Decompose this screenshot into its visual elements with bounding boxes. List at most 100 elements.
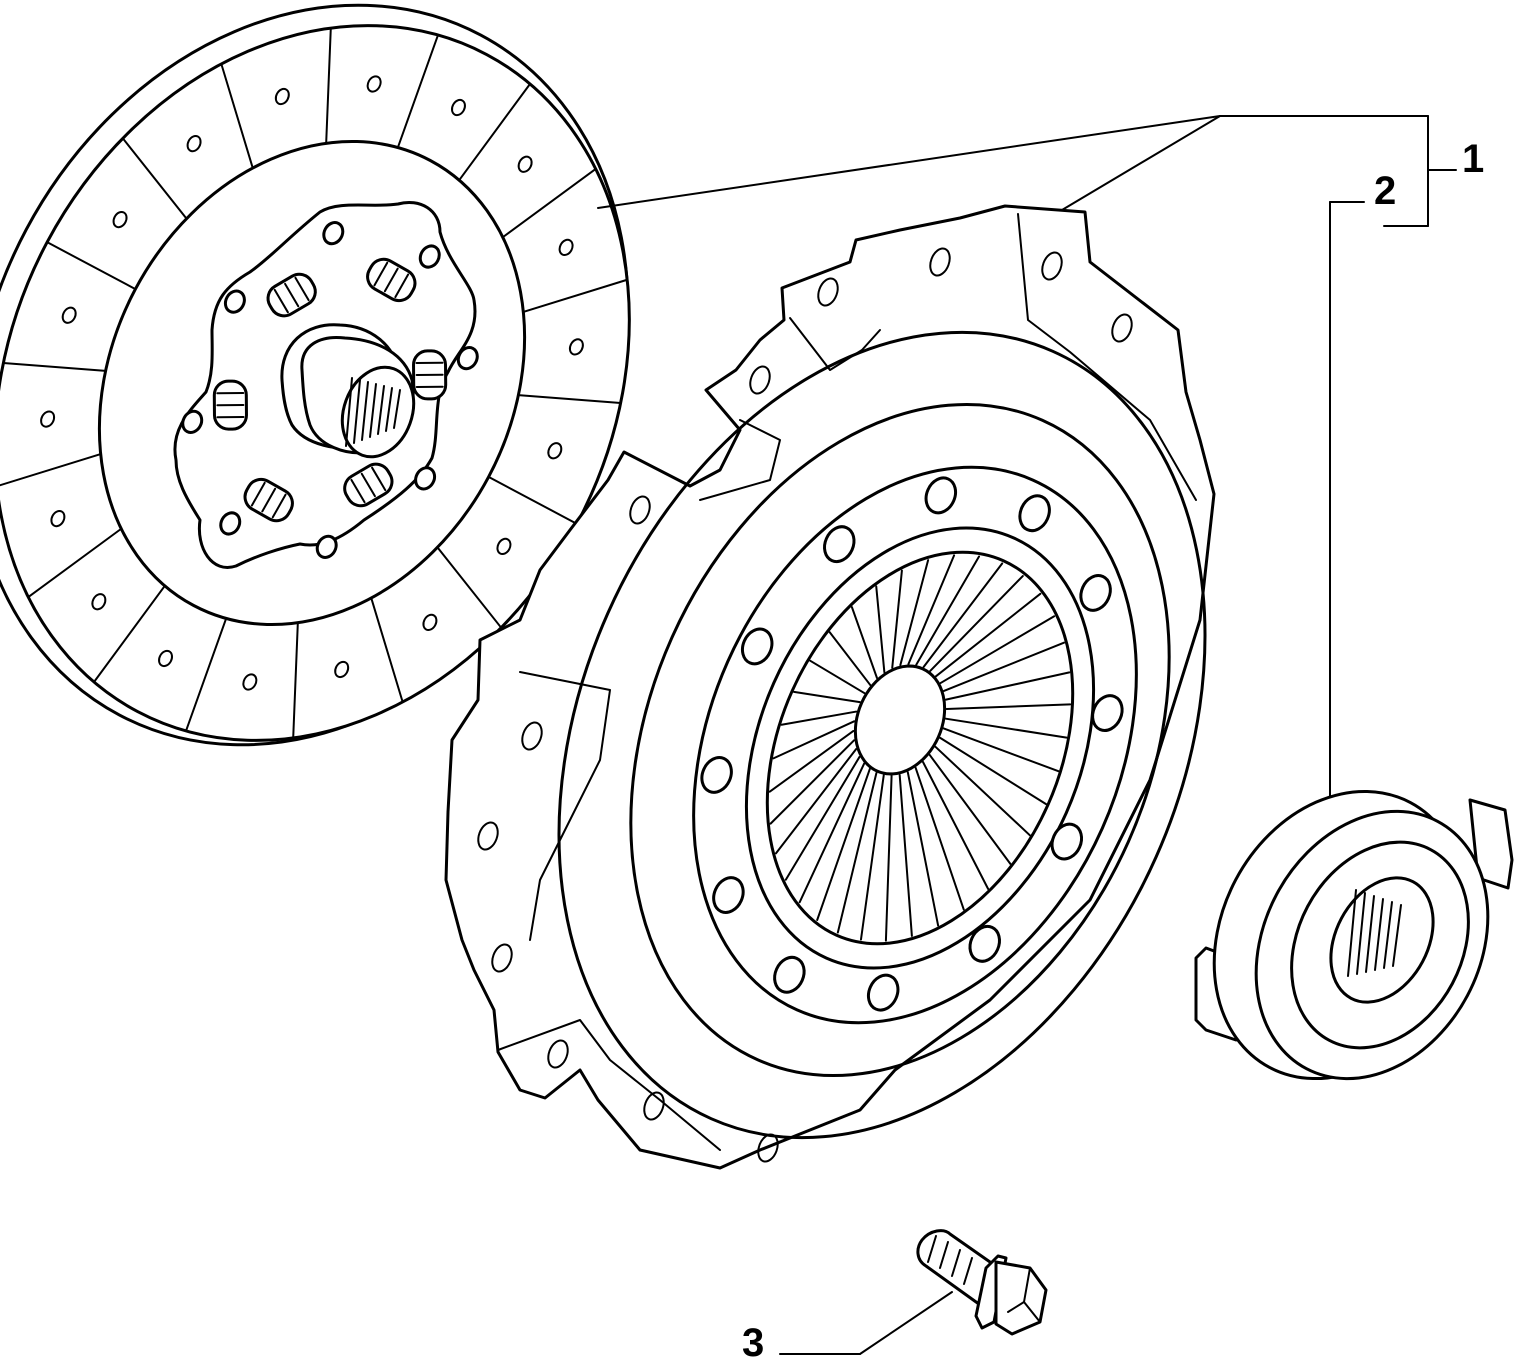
diaphragm-finger bbox=[942, 641, 1065, 692]
mounting-hole bbox=[817, 277, 839, 307]
diaphragm-finger bbox=[768, 729, 855, 793]
spline bbox=[393, 389, 401, 429]
lining-rivet bbox=[242, 673, 258, 691]
diaphragm-finger bbox=[934, 745, 1031, 837]
cover-flange-edge bbox=[497, 1019, 721, 1151]
lining-rivet bbox=[558, 238, 574, 257]
ring-rivet bbox=[740, 627, 774, 666]
diaphragm-finger bbox=[859, 774, 885, 941]
diaphragm-finger bbox=[928, 753, 1012, 865]
lining-rivet bbox=[334, 660, 350, 679]
callout-label-1: 1 bbox=[1462, 137, 1484, 181]
mounting-hole bbox=[929, 247, 951, 277]
spline bbox=[1383, 901, 1393, 969]
diaphragm-finger bbox=[898, 773, 913, 937]
flange-hole bbox=[418, 244, 441, 269]
lining-rivet bbox=[61, 306, 77, 324]
ring-rivet bbox=[823, 525, 856, 564]
lining-groove bbox=[487, 475, 578, 525]
lining-rivet bbox=[158, 649, 174, 668]
lining-rivet bbox=[274, 87, 290, 106]
diaphragm-finger bbox=[899, 559, 930, 667]
ring-rivet bbox=[712, 876, 745, 914]
ring-rivet bbox=[1091, 694, 1124, 733]
diaphragm-finger bbox=[939, 736, 1048, 806]
spline bbox=[345, 377, 353, 447]
lining-rivet bbox=[112, 210, 128, 229]
diaphragm-finger bbox=[915, 555, 981, 666]
diaphragm-finger bbox=[922, 562, 1004, 669]
diaphragm-finger bbox=[798, 762, 866, 904]
diaphragm-finger bbox=[775, 748, 858, 855]
cover-flange-edge bbox=[699, 419, 781, 501]
ring-rivet bbox=[1079, 574, 1112, 612]
lining-groove bbox=[325, 27, 332, 145]
spring-coil bbox=[373, 261, 389, 287]
lining-rivet bbox=[450, 98, 466, 117]
callout-label-2: 2 bbox=[1374, 169, 1396, 213]
diaphragm-finger bbox=[792, 690, 861, 704]
spring-coil bbox=[371, 466, 387, 492]
hub-bore bbox=[340, 365, 416, 459]
lining-groove bbox=[0, 453, 102, 487]
mounting-hole bbox=[477, 821, 499, 851]
mounting-hole bbox=[521, 721, 543, 751]
lining-groove bbox=[93, 584, 166, 684]
diaphragm-finger bbox=[780, 710, 858, 726]
cover-mounting-holes bbox=[477, 247, 1133, 1163]
release-bearing-splines bbox=[1347, 889, 1402, 977]
friction-lining-rivets bbox=[40, 75, 584, 691]
flange-hole bbox=[219, 511, 242, 536]
diaphragm-finger bbox=[929, 575, 1024, 672]
diaphragm-finger bbox=[884, 774, 893, 942]
spring-coil bbox=[273, 288, 289, 314]
flange-hole bbox=[456, 346, 479, 371]
spline bbox=[385, 387, 393, 432]
diaphragm-center-hole bbox=[853, 664, 947, 776]
flange-hole bbox=[322, 221, 345, 246]
lining-groove bbox=[436, 546, 503, 629]
diaphragm-finger bbox=[934, 592, 1042, 678]
flange-hole bbox=[315, 534, 338, 559]
diaphragm-finger bbox=[944, 671, 1071, 701]
lining-rivet bbox=[186, 135, 202, 153]
ring-rivet bbox=[700, 755, 733, 794]
lining-groove bbox=[458, 82, 531, 182]
diaphragm-finger bbox=[836, 771, 878, 934]
callout-leaders bbox=[597, 115, 1457, 1355]
spline bbox=[353, 379, 361, 444]
lining-rivet bbox=[50, 509, 66, 528]
cover-bolt bbox=[916, 1229, 1048, 1336]
friction-lining-grooves bbox=[0, 27, 629, 739]
diaphragm-finger bbox=[906, 771, 940, 927]
lining-rivet bbox=[568, 338, 584, 356]
diaphragm-finger bbox=[850, 606, 878, 680]
flange-hole bbox=[414, 466, 437, 491]
lining-groove bbox=[46, 241, 137, 291]
ring-rivet bbox=[1018, 494, 1051, 533]
ring-rivet bbox=[924, 476, 958, 515]
spring-coil bbox=[294, 276, 310, 302]
bolt-hex-head bbox=[994, 1260, 1048, 1336]
spring-coil bbox=[284, 282, 300, 308]
mounting-hole bbox=[491, 943, 513, 973]
clutch-disc bbox=[0, 3, 631, 747]
lining-rivet bbox=[547, 442, 563, 460]
diaphragm-finger bbox=[914, 766, 965, 911]
lining-groove bbox=[2, 361, 107, 372]
spline bbox=[1347, 889, 1357, 977]
lining-rivet bbox=[422, 613, 438, 631]
spline bbox=[361, 381, 369, 441]
spline bbox=[369, 383, 377, 438]
cover-flange-edge bbox=[789, 317, 881, 371]
damper-springs bbox=[212, 257, 448, 523]
cover-flange-edge bbox=[1017, 213, 1197, 501]
diaphragm-finger bbox=[772, 720, 856, 760]
spline bbox=[1392, 904, 1402, 967]
spring-coil bbox=[360, 472, 376, 498]
ring-rivet bbox=[866, 973, 900, 1012]
spring-coil bbox=[271, 493, 287, 519]
lining-groove bbox=[396, 34, 439, 149]
lining-rivet bbox=[496, 537, 512, 556]
diaphragm-finger bbox=[922, 760, 990, 890]
